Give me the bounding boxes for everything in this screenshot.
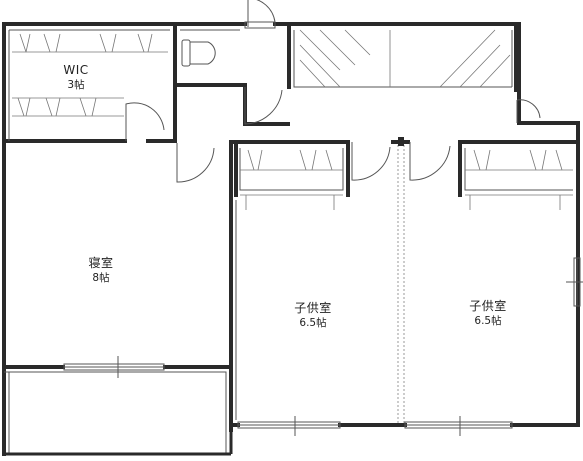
windows [63,21,583,436]
room-area: 6.5帖 [474,315,502,327]
doors [125,0,541,183]
toilet-tank [181,39,191,67]
balcony [4,371,233,456]
room-name: 寝室 [88,256,114,270]
room-label-wic: WIC 3帖 [63,63,88,93]
wall-right-exterior [517,121,580,427]
room-area: 6.5帖 [299,317,327,329]
door-hall-arc [176,143,215,183]
room-name: 子供室 [294,301,332,315]
child-room-divider [397,145,405,425]
divider-post [398,137,404,146]
door-child2-arc [409,142,451,181]
room-area: 3帖 [67,79,85,91]
toilet-bowl [189,41,216,65]
toilet [181,39,216,67]
room-label-child1: 子供室 6.5帖 [294,301,332,331]
stairs [299,29,511,88]
room-label-bedroom: 寝室 8帖 [88,256,113,286]
door-top-arc [247,0,276,27]
door-right-arc [516,99,541,119]
wall-inner-lines [8,29,573,420]
room-label-child2: 子供室 6.5帖 [469,299,507,329]
room-name: 子供室 [469,299,507,313]
room-name: WIC [63,63,89,77]
room-area: 8帖 [92,272,110,284]
door-child1-arc [351,142,391,181]
window-top [244,21,276,29]
closets [12,33,573,210]
door-wic-arc [125,102,165,141]
door-toilet-arc [244,87,283,125]
wall-top-right [273,22,521,125]
walls [2,22,580,456]
